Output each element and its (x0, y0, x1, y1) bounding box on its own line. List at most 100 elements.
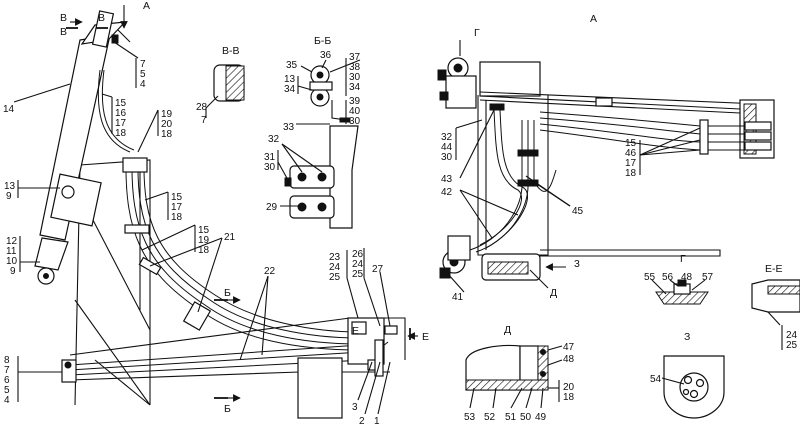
callout: 4 (140, 79, 146, 90)
marker-e-right: Е (422, 331, 429, 343)
callout: 25 (786, 340, 798, 351)
callout: 30 (441, 152, 453, 163)
view-a-marker-g: Г (474, 27, 480, 39)
callout: 26 (352, 249, 364, 260)
callout: 7 (140, 59, 146, 70)
callout: 35 (286, 60, 298, 71)
callout: 27 (372, 264, 384, 275)
marker-v-left: В (60, 12, 67, 24)
callout: 13 (4, 181, 16, 192)
section-vv-title: В-В (222, 45, 240, 57)
view-z: З 54 (650, 331, 725, 419)
hose-clamp-2 (124, 224, 150, 234)
callout: 3 (352, 402, 358, 413)
callout: 34 (284, 84, 296, 95)
callout: 24 (329, 262, 341, 273)
callout: 14 (3, 104, 15, 115)
callout: 42 (441, 187, 453, 198)
callout: 7 (4, 365, 10, 376)
callout: 52 (484, 412, 496, 423)
callout: 18 (161, 129, 173, 140)
callout: 10 (6, 256, 18, 267)
callout: 19 (161, 109, 173, 120)
callout: 30 (349, 72, 361, 83)
view-ee-title: Е-Е (765, 263, 783, 275)
callout: 31 (264, 152, 276, 163)
callout: 43 (441, 174, 453, 185)
view-a: А (437, 13, 775, 303)
callout: 45 (572, 206, 584, 217)
callout: 24 (352, 259, 364, 270)
view-ee: Е-Е 24 25 (751, 263, 800, 351)
callout: 7 (201, 115, 207, 126)
callout: 29 (266, 202, 278, 213)
callout: 53 (464, 412, 476, 423)
callout: 1 (374, 416, 380, 427)
callout: 48 (563, 354, 575, 365)
callout: 18 (115, 128, 127, 139)
marker-b-bottom: Б (224, 403, 231, 415)
callout: 2 (359, 416, 365, 427)
view-d-title: Д (504, 324, 511, 336)
callout: 36 (320, 50, 332, 61)
view-a-marker-3: 3 (574, 258, 580, 270)
view-a-marker-d: Д (550, 287, 557, 299)
callout: 37 (349, 52, 361, 63)
callout: 21 (224, 232, 236, 243)
marker-e-left: Е (352, 325, 359, 337)
callout: 18 (563, 392, 575, 403)
callout: 39 (349, 96, 361, 107)
marker-b-top: Б (224, 287, 231, 299)
main-callouts: 7 5 4 14 15 16 17 18 19 20 18 13 9 15 17… (3, 41, 391, 427)
callout: 18 (171, 212, 183, 223)
callout: 30 (264, 162, 276, 173)
section-vv: В-В 28 7 (196, 45, 245, 126)
callout: 32 (268, 134, 280, 145)
hose-clamp-4 (182, 301, 212, 331)
callout: 5 (140, 69, 146, 80)
callout: 13 (284, 74, 296, 85)
callout: 56 (662, 272, 674, 283)
callout: 18 (198, 245, 210, 256)
callout: 18 (625, 168, 637, 179)
callout: 55 (644, 272, 656, 283)
view-d: Д 47 48 20 18 53 52 51 50 49 (464, 324, 575, 423)
callout: 15 (625, 138, 637, 149)
marker-a: А (143, 0, 150, 12)
callout: 44 (441, 142, 453, 153)
callout: 20 (563, 382, 575, 393)
callout: 51 (505, 412, 517, 423)
callout: 32 (441, 132, 453, 143)
callout: 57 (702, 272, 714, 283)
main-view (34, 5, 418, 419)
callout: 11 (6, 246, 17, 257)
callout: 17 (171, 202, 183, 213)
marker-v-right: В (98, 12, 105, 24)
section-bb: Б-Б 36 35 37 38 30 34 13 34 3 (264, 35, 361, 229)
callout: 54 (650, 374, 662, 385)
callout: 15 (115, 98, 127, 109)
callout: 17 (115, 118, 127, 129)
callout: 25 (352, 269, 364, 280)
boom-frame (74, 159, 151, 406)
callout: 20 (161, 119, 173, 130)
hose-upper (97, 69, 135, 153)
callout: 34 (349, 82, 361, 93)
section-bb-title: Б-Б (314, 35, 331, 47)
callout: 47 (563, 342, 575, 353)
callout: 4 (4, 395, 10, 406)
callout: 48 (681, 272, 693, 283)
callout: 5 (4, 385, 10, 396)
callout: 8 (4, 355, 10, 366)
callout: 16 (115, 108, 127, 119)
hose-clamp-1 (122, 157, 148, 173)
view-a-title: А (590, 13, 597, 25)
callout: 41 (452, 292, 464, 303)
callout: 9 (6, 191, 12, 202)
callout: 33 (283, 122, 295, 133)
hydraulic-cylinder (34, 10, 131, 285)
callout: 25 (329, 272, 341, 283)
main-view-letter: В (60, 26, 67, 38)
callout: 15 (171, 192, 183, 203)
